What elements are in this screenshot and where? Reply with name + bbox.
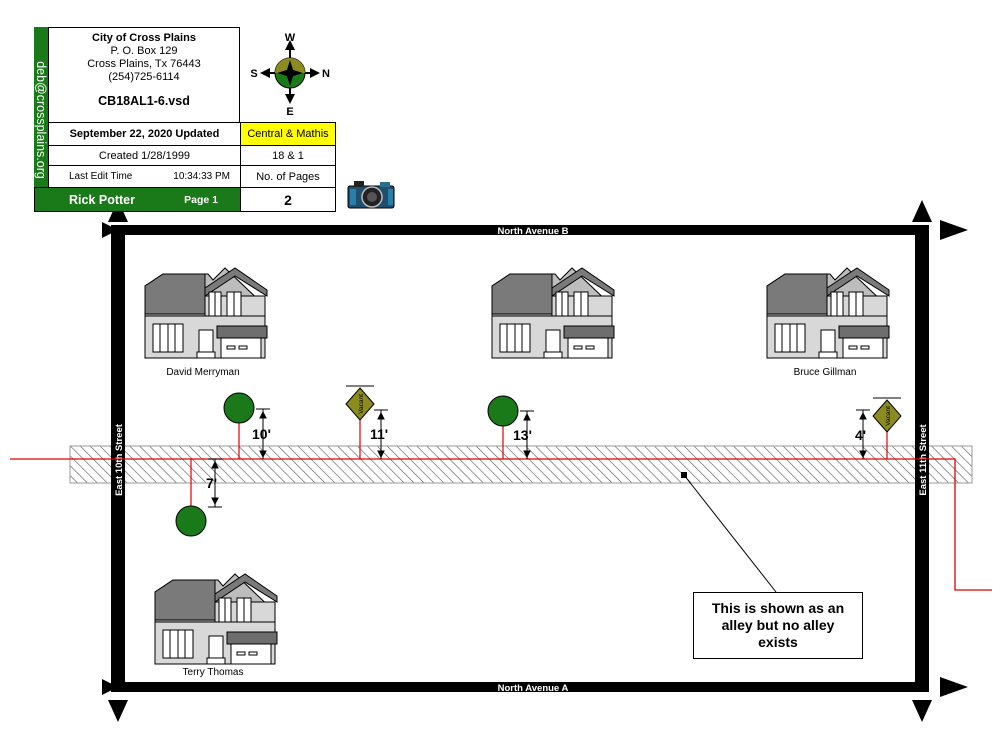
house-owner-label: Terry Thomas [182, 667, 244, 678]
updated-date: September 22, 2020 Updated [48, 122, 241, 146]
alley-strip [69, 445, 973, 484]
po-box: P. O. Box 129 [110, 45, 178, 57]
house-david-merryman [144, 267, 268, 359]
block-lot: 18 & 1 [240, 145, 336, 166]
dimension-13 [520, 410, 534, 459]
compass-south: S [250, 68, 257, 80]
street-label-top: North Avenue B [497, 226, 568, 237]
meter-active-2 [487, 395, 519, 427]
svg-text:Vacant: Vacant [885, 406, 892, 426]
last-edit-time: 10:34:33 PM [173, 171, 230, 182]
pages-label: No. of Pages [240, 165, 336, 188]
email-label: deb@crossplains.org [34, 60, 49, 179]
compass-north: N [322, 68, 330, 80]
title-address-box: City of Cross Plains P. O. Box 129 Cross… [48, 27, 240, 123]
last-edit-label: Last Edit Time [69, 171, 133, 182]
dimension-label-7: 7' [206, 475, 217, 491]
dimension-4 [856, 409, 870, 459]
meter-vacant-2: Vacant [872, 397, 902, 433]
meter-vacant-1: Vacant [345, 385, 375, 421]
location-label: Central & Mathis [240, 122, 336, 146]
house-owner-label: Bruce Gillman [793, 367, 857, 378]
last-edit-row: Last Edit Time 10:34:33 PM [48, 165, 241, 188]
dimension-10 [256, 408, 270, 459]
page-label: Page 1 [184, 193, 218, 206]
dimension-label-11: 11' [370, 426, 388, 442]
camera-icon[interactable] [347, 181, 395, 209]
meter-active-3 [175, 505, 207, 537]
compass-east: E [286, 106, 293, 118]
dimension-label-13: 13' [513, 427, 532, 443]
page-count: 2 [240, 187, 336, 212]
house-bruce-gillman [766, 267, 890, 359]
author-name: Rick Potter [69, 192, 135, 207]
note-pointer [683, 474, 777, 593]
street-label-bottom: North Avenue A [498, 683, 569, 694]
created-date: Created 1/28/1999 [48, 145, 241, 166]
street-north-avenue-a [102, 677, 968, 697]
water-line [10, 458, 992, 591]
dimension-7 [208, 458, 222, 508]
house-terry-thomas [154, 573, 278, 665]
house-middle [491, 267, 615, 359]
city-state-zip: Cross Plains, Tx 76443 [87, 58, 201, 70]
dimension-11 [374, 409, 388, 459]
compass-icon [260, 40, 320, 104]
dimension-label-10: 10' [252, 426, 271, 442]
file-name: CB18AL1-6.vsd [98, 94, 190, 108]
dimension-label-4: 4' [855, 427, 866, 443]
house-owner-label: David Merryman [166, 367, 240, 378]
compass-west: W [285, 32, 296, 44]
alley-note: This is shown as an alley but no alley e… [693, 592, 863, 659]
svg-text:Vacant: Vacant [358, 394, 365, 414]
author-row: Rick Potter Page 1 [34, 187, 241, 212]
title-sidebar [34, 27, 48, 211]
street-north-avenue-b [102, 220, 968, 240]
meter-active-1 [223, 392, 255, 424]
phone: (254)725-6114 [108, 71, 180, 83]
org-name: City of Cross Plains [92, 32, 196, 44]
